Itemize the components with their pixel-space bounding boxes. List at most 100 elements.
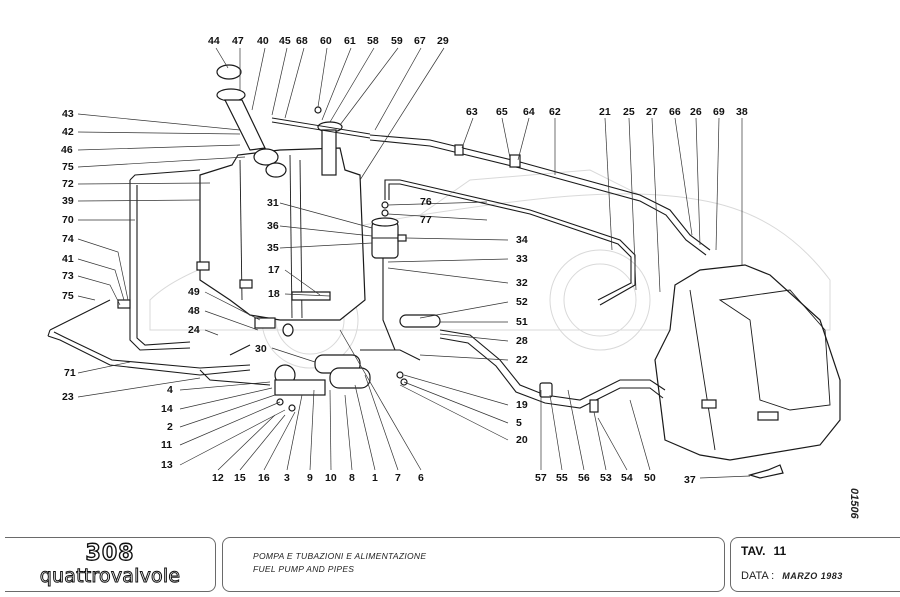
callout: 7 bbox=[395, 472, 401, 484]
callout: 40 bbox=[257, 35, 269, 47]
callout: 6 bbox=[418, 472, 424, 484]
callout: 44 bbox=[208, 35, 220, 47]
callout: 46 bbox=[61, 144, 73, 156]
date-label: DATA : bbox=[741, 570, 775, 582]
callout: 55 bbox=[556, 472, 568, 484]
callout: 8 bbox=[349, 472, 355, 484]
right-fuel-tank[interactable] bbox=[654, 264, 841, 479]
callout: 16 bbox=[258, 472, 270, 484]
callout: 45 bbox=[279, 35, 291, 47]
callout: 32 bbox=[516, 277, 528, 289]
callout: 15 bbox=[234, 472, 246, 484]
callout: 47 bbox=[232, 35, 244, 47]
callout: 65 bbox=[496, 106, 508, 118]
callout: 52 bbox=[516, 296, 528, 308]
leader-lines bbox=[77, 47, 751, 479]
fuel-filter[interactable] bbox=[371, 201, 407, 351]
callout: 50 bbox=[644, 472, 656, 484]
callout: 34 bbox=[516, 234, 528, 246]
callout: 13 bbox=[161, 459, 173, 471]
callout: 43 bbox=[62, 108, 74, 120]
callout: 14 bbox=[161, 403, 173, 415]
callout: 57 bbox=[535, 472, 547, 484]
callout: 28 bbox=[516, 335, 528, 347]
callout: 36 bbox=[267, 220, 279, 232]
callout: 3 bbox=[284, 472, 290, 484]
pump-delivery-pipe[interactable] bbox=[439, 329, 666, 413]
exploded-parts-diagram bbox=[47, 47, 841, 479]
callout: 5 bbox=[516, 417, 522, 429]
callout: 41 bbox=[62, 253, 74, 265]
callout: 72 bbox=[62, 178, 74, 190]
callout: 53 bbox=[600, 472, 612, 484]
callout: 63 bbox=[466, 106, 478, 118]
callout: 75 bbox=[62, 290, 74, 302]
callout: 29 bbox=[437, 35, 449, 47]
callout: 37 bbox=[684, 474, 696, 486]
callout: 30 bbox=[255, 343, 267, 355]
table-number: 11 bbox=[773, 544, 787, 558]
callout: 49 bbox=[188, 286, 200, 298]
balance-pipe[interactable] bbox=[47, 169, 251, 376]
date-value: MARZO 1983 bbox=[782, 571, 843, 581]
callout: 42 bbox=[62, 126, 74, 138]
callout: 58 bbox=[367, 35, 379, 47]
model-logo-box: 308 quattrovalvole bbox=[5, 537, 216, 592]
callout: 22 bbox=[516, 354, 528, 366]
callout: 66 bbox=[669, 106, 681, 118]
callout: 26 bbox=[690, 106, 702, 118]
callout: 20 bbox=[516, 434, 528, 446]
callout: 31 bbox=[267, 197, 279, 209]
sheet-info-box: TAV. 11 DATA : MARZO 1983 bbox=[730, 537, 900, 592]
callout: 25 bbox=[623, 106, 635, 118]
callout: 75 bbox=[62, 161, 74, 173]
description-box: POMPA E TUBAZIONI E ALIMENTAZIONE FUEL P… bbox=[222, 537, 725, 592]
drawing-code: 01506 bbox=[848, 488, 860, 519]
callout: 24 bbox=[188, 324, 200, 336]
model-number: 308 bbox=[85, 540, 135, 566]
callout: 18 bbox=[268, 288, 280, 300]
callout: 73 bbox=[62, 270, 74, 282]
callout: 2 bbox=[167, 421, 173, 433]
left-fuel-tank[interactable] bbox=[196, 147, 366, 321]
callout: 77 bbox=[420, 214, 432, 226]
callout: 61 bbox=[344, 35, 356, 47]
callout: 23 bbox=[62, 391, 74, 403]
hose-clamps[interactable] bbox=[360, 314, 441, 386]
callout: 62 bbox=[549, 106, 561, 118]
callout: 69 bbox=[713, 106, 725, 118]
table-number-row: TAV. 11 bbox=[741, 544, 900, 558]
date-row: DATA : MARZO 1983 bbox=[741, 570, 900, 582]
vent-pipe[interactable] bbox=[369, 134, 711, 256]
callout: 74 bbox=[62, 233, 74, 245]
callout: 17 bbox=[268, 264, 280, 276]
electric-fuel-pumps[interactable] bbox=[199, 317, 371, 412]
callout: 71 bbox=[64, 367, 76, 379]
callout: 51 bbox=[516, 316, 528, 328]
callout: 35 bbox=[267, 242, 279, 254]
callout: 27 bbox=[646, 106, 658, 118]
table-label: TAV. bbox=[741, 544, 766, 558]
callout: 33 bbox=[516, 253, 528, 265]
model-name: quattrovalvole bbox=[39, 564, 181, 587]
callout: 60 bbox=[320, 35, 332, 47]
callout: 11 bbox=[161, 439, 173, 451]
callout: 59 bbox=[391, 35, 403, 47]
callout: 64 bbox=[523, 106, 535, 118]
filler-neck-assembly[interactable] bbox=[216, 64, 287, 178]
callout: 4 bbox=[167, 384, 173, 396]
callout: 68 bbox=[296, 35, 308, 47]
callout: 54 bbox=[621, 472, 633, 484]
callout: 70 bbox=[62, 214, 74, 226]
callout: 1 bbox=[372, 472, 378, 484]
callout: 10 bbox=[325, 472, 337, 484]
title-italian: POMPA E TUBAZIONI E ALIMENTAZIONE bbox=[253, 551, 427, 561]
callout: 9 bbox=[307, 472, 313, 484]
callout: 38 bbox=[736, 106, 748, 118]
callout: 67 bbox=[414, 35, 426, 47]
fuel-return-pipe[interactable] bbox=[384, 179, 636, 306]
callout: 39 bbox=[62, 195, 74, 207]
callout: 56 bbox=[578, 472, 590, 484]
fuel-sender-unit[interactable] bbox=[271, 106, 371, 176]
callout: 48 bbox=[188, 305, 200, 317]
